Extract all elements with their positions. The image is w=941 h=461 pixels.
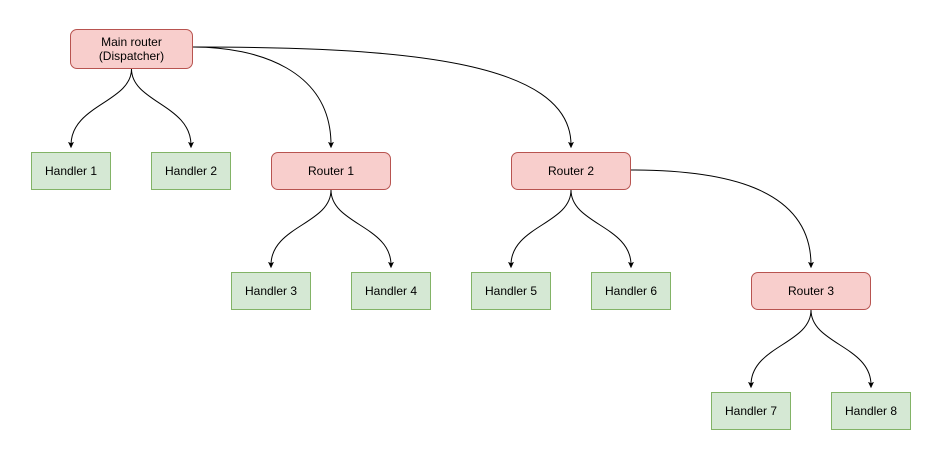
edge-main-router-to-handler-1 [68,68,132,149]
node-handler-7[interactable]: Handler 7 [711,392,791,430]
node-handler-3[interactable]: Handler 3 [231,272,311,310]
node-handler-8[interactable]: Handler 8 [831,392,911,430]
edge-router-2-to-handler-6 [570,189,634,269]
node-handler-5[interactable]: Handler 5 [471,272,551,310]
node-label-router-2: Router 2 [547,164,595,178]
edge-group [68,46,874,389]
node-label-handler-1: Handler 1 [44,164,98,178]
node-router-1[interactable]: Router 1 [271,152,391,190]
edge-router-3-to-handler-7 [748,309,812,389]
edge-main-router-to-router-2 [192,46,574,149]
node-label-handler-5: Handler 5 [484,284,538,298]
node-label-handler-3: Handler 3 [244,284,298,298]
edge-router-2-to-router-3 [630,169,814,269]
node-router-2[interactable]: Router 2 [511,152,631,190]
node-router-3[interactable]: Router 3 [751,272,871,310]
node-handler-4[interactable]: Handler 4 [351,272,431,310]
node-main-router[interactable]: Main router (Dispatcher) [70,29,193,69]
edge-main-router-to-handler-2 [131,68,194,149]
node-label-handler-7: Handler 7 [724,404,778,418]
node-label-handler-8: Handler 8 [844,404,898,418]
node-handler-6[interactable]: Handler 6 [591,272,671,310]
node-label-main-router: Main router (Dispatcher) [98,35,165,63]
node-label-router-3: Router 3 [787,284,835,298]
edge-main-router-to-router-1 [192,46,334,149]
node-label-handler-4: Handler 4 [364,284,418,298]
node-label-router-1: Router 1 [307,164,355,178]
node-handler-1[interactable]: Handler 1 [31,152,111,190]
edge-router-3-to-handler-8 [810,309,874,389]
node-handler-2[interactable]: Handler 2 [151,152,231,190]
edge-router-2-to-handler-5 [508,189,572,269]
edge-router-1-to-handler-3 [268,189,332,269]
node-label-handler-6: Handler 6 [604,284,658,298]
edge-router-1-to-handler-4 [330,189,394,269]
node-label-handler-2: Handler 2 [164,164,218,178]
